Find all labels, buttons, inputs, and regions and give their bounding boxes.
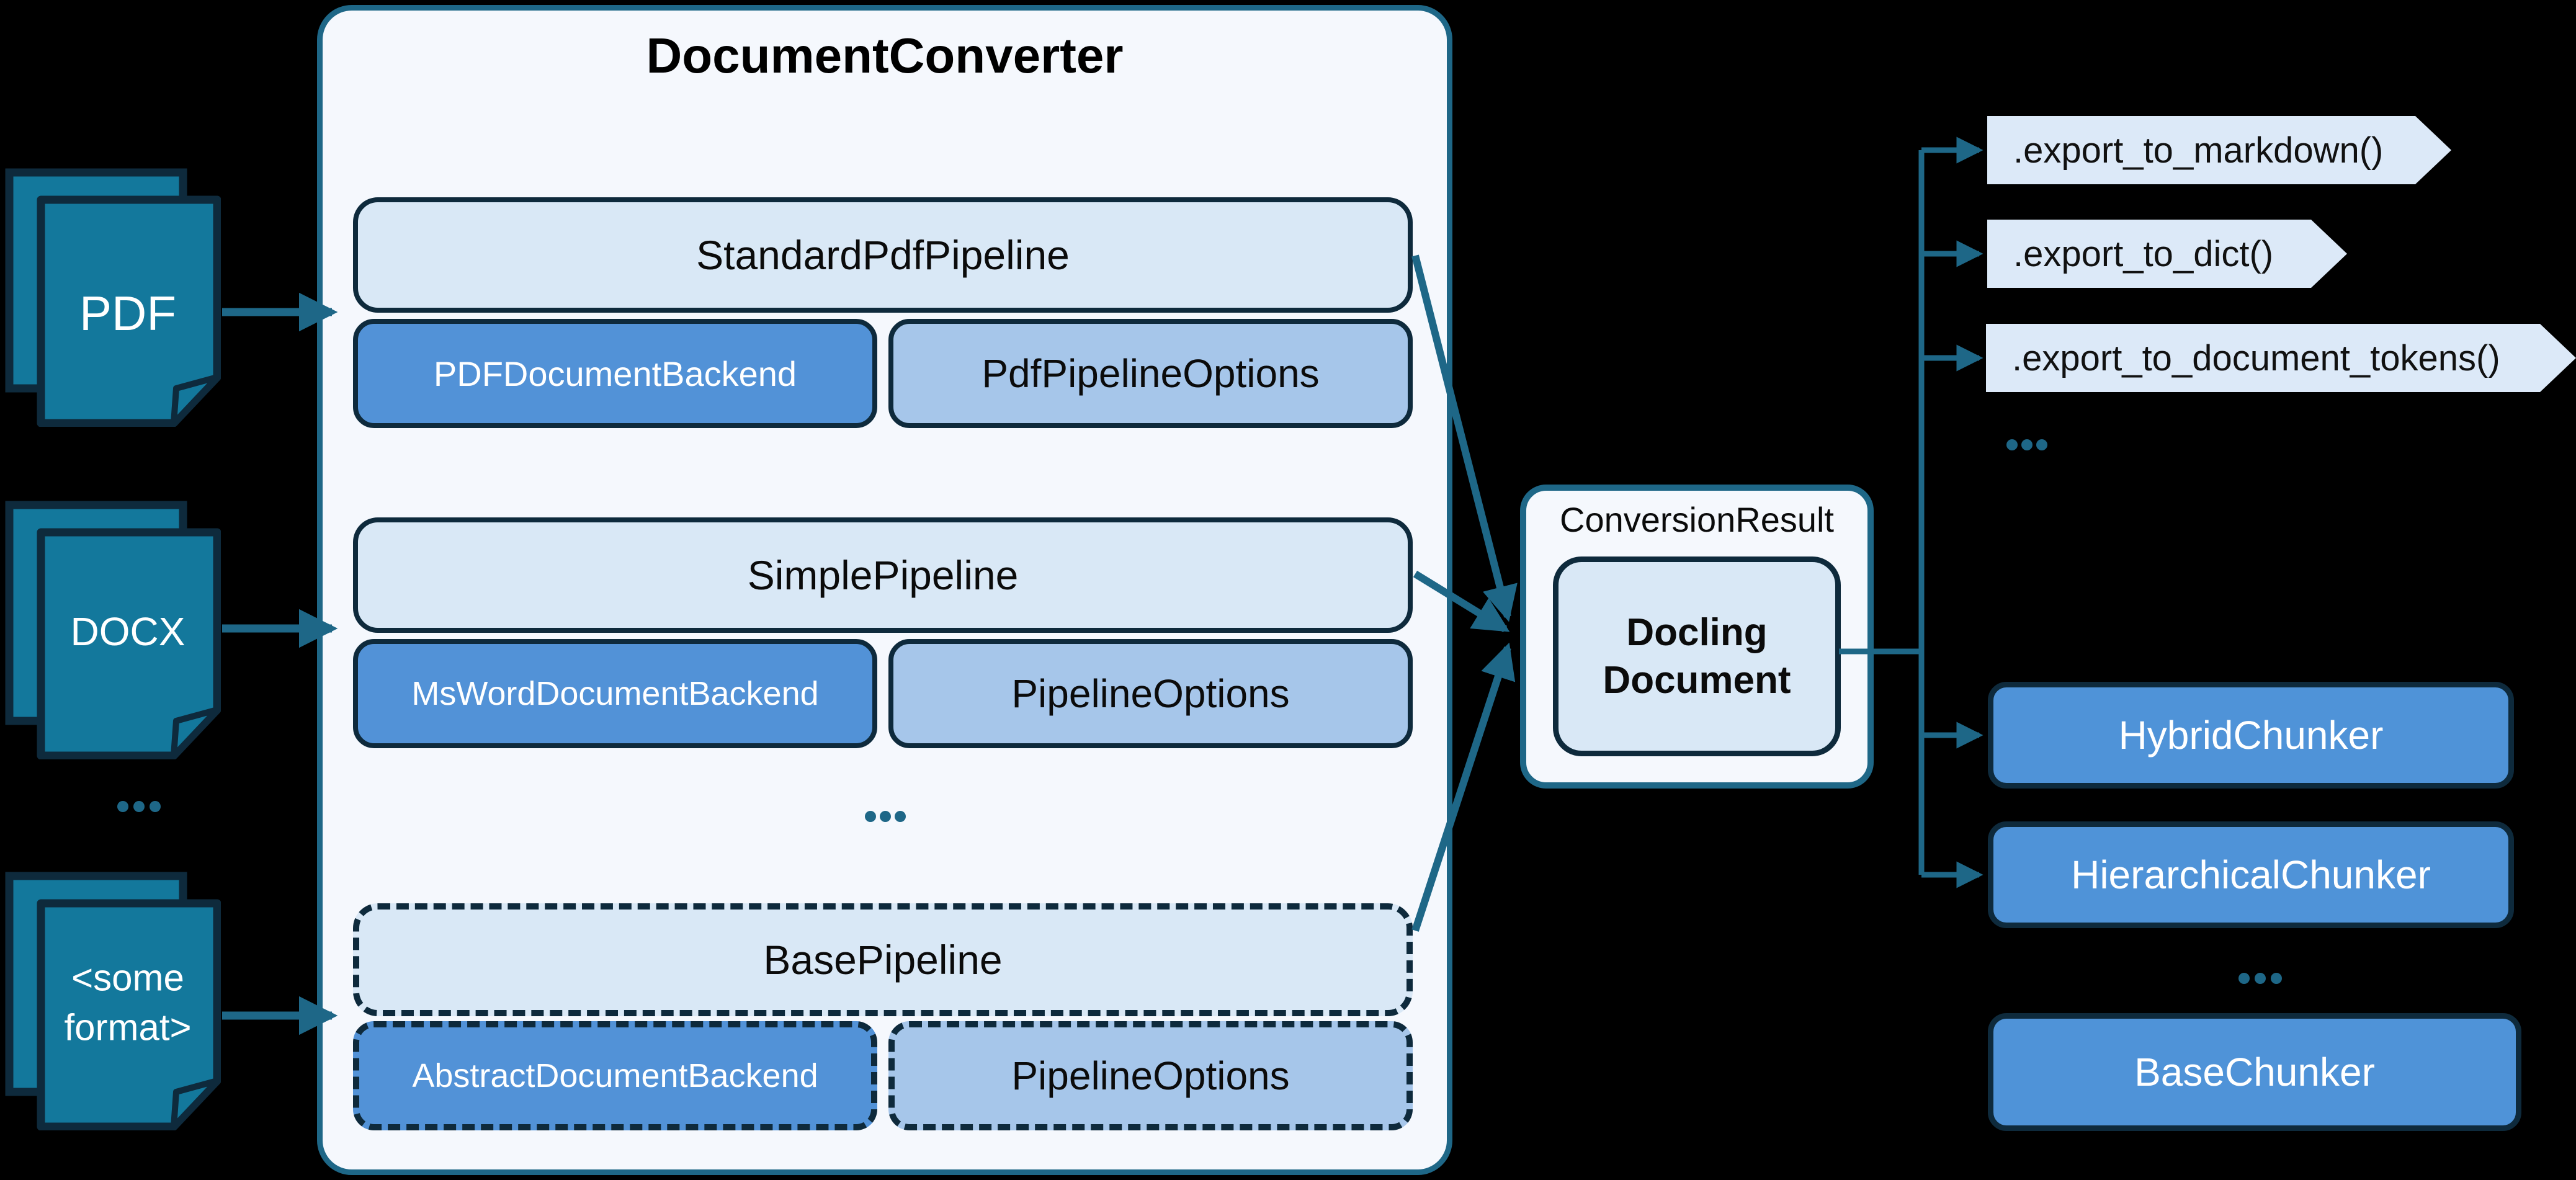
export-to-markdown-label: .export_to_markdown()	[2013, 130, 2384, 171]
base-chunker-label: BaseChunker	[2134, 1050, 2375, 1094]
pdf-document-icon: PDF	[5, 168, 221, 427]
options-pipeline: PipelineOptions	[888, 639, 1413, 748]
docling-document-line1: Docling	[1626, 610, 1768, 654]
sources-ellipsis-dots	[117, 801, 161, 812]
backend-abstract-document: AbstractDocumentBackend	[353, 1021, 877, 1130]
some-format-icon-label-line1: <some	[71, 957, 184, 999]
base-chunker-box: BaseChunker	[1988, 1013, 2521, 1131]
hierarchical-chunker-label: HierarchicalChunker	[2071, 852, 2431, 897]
pipeline-standard-pdf-label: StandardPdfPipeline	[696, 232, 1070, 278]
options-pipeline-label: PipelineOptions	[1011, 671, 1290, 716]
export-to-document-tokens-tag: .export_to_document_tokens()	[1986, 324, 2576, 392]
some-format-page-fold	[171, 1078, 220, 1130]
docx-icon-label: DOCX	[71, 609, 186, 654]
export-to-markdown-tag: .export_to_markdown()	[1987, 116, 2451, 184]
backend-msword-document-label: MsWordDocumentBackend	[411, 675, 819, 712]
backend-msword-document: MsWordDocumentBackend	[353, 639, 877, 748]
docx-document-icon: DOCX	[5, 501, 221, 759]
options-pdf-pipeline-label: PdfPipelineOptions	[982, 351, 1320, 396]
some-format-document-icon: <some format>	[5, 872, 221, 1130]
backend-abstract-document-label: AbstractDocumentBackend	[412, 1057, 818, 1094]
hierarchical-chunker-box: HierarchicalChunker	[1988, 821, 2514, 928]
exports-ellipsis-dots	[2006, 439, 2047, 450]
export-to-dict-tag: .export_to_dict()	[1987, 220, 2347, 288]
options-base-pipeline-label: PipelineOptions	[1011, 1053, 1290, 1098]
document-converter-title: DocumentConverter	[646, 28, 1124, 83]
docling-document-box: Docling Document	[1553, 556, 1841, 756]
hybrid-chunker-label: HybridChunker	[2118, 713, 2384, 758]
pipeline-base: BasePipeline	[353, 903, 1413, 1016]
pipeline-standard-pdf: StandardPdfPipeline	[353, 197, 1413, 313]
docling-document-line2: Document	[1603, 659, 1791, 702]
pipeline-base-label: BasePipeline	[763, 937, 1003, 983]
docx-page-fold	[171, 707, 220, 759]
backend-pdf-document: PDFDocumentBackend	[353, 319, 877, 428]
export-to-dict-label: .export_to_dict()	[2013, 233, 2274, 274]
options-pdf-pipeline: PdfPipelineOptions	[888, 319, 1413, 428]
conversion-result-label: ConversionResult	[1560, 500, 1834, 539]
chunkers-ellipsis-dots	[2238, 973, 2282, 984]
export-to-document-tokens-label: .export_to_document_tokens()	[2012, 337, 2500, 378]
backend-pdf-document-label: PDFDocumentBackend	[433, 354, 797, 393]
some-format-icon-label-line2: format>	[64, 1007, 191, 1048]
pipeline-simple: SimplePipeline	[353, 517, 1413, 633]
options-base-pipeline: PipelineOptions	[888, 1021, 1413, 1130]
pdf-page-fold	[171, 374, 220, 426]
pipeline-simple-label: SimplePipeline	[747, 552, 1019, 598]
hybrid-chunker-box: HybridChunker	[1988, 682, 2514, 789]
pdf-icon-label: PDF	[79, 286, 176, 341]
